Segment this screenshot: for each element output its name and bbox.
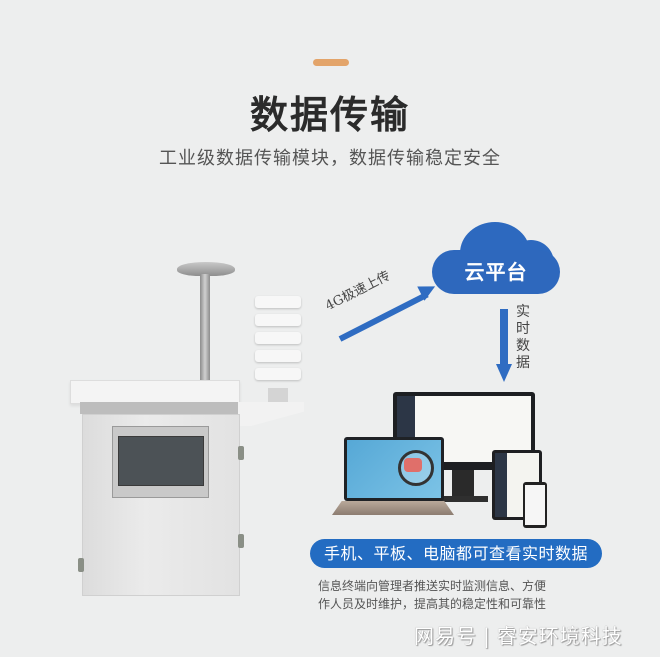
hinge	[238, 534, 244, 548]
watermark: 网易号|睿安环境科技	[414, 620, 623, 649]
devices-banner: 手机、平板、电脑都可查看实时数据	[310, 539, 602, 568]
phone-screen	[525, 485, 545, 525]
description-line-1: 信息终端向管理者推送实时监测信息、方便	[318, 579, 547, 593]
upload-arrow-label: 4G极速上传	[323, 268, 393, 314]
cabinet-body	[82, 414, 240, 596]
tablet-sidebar	[495, 453, 507, 517]
download-arrow	[500, 309, 508, 365]
hinge	[78, 558, 84, 572]
description: 信息终端向管理者推送实时监测信息、方便 作人员及时维护，提高其的稳定性和可靠性	[318, 577, 618, 613]
download-arrow-head	[496, 364, 512, 382]
page-title: 数据传输	[249, 93, 410, 137]
accent-bar	[313, 59, 349, 66]
watermark-separator: |	[483, 624, 491, 648]
description-line-2: 作人员及时维护，提高其的稳定性和可靠性	[318, 597, 547, 611]
hinge	[238, 446, 244, 460]
monitor-base	[440, 496, 488, 502]
laptop-keyboard	[332, 501, 454, 515]
lid-band	[80, 402, 238, 414]
magnifier-icon	[398, 450, 434, 486]
cabinet-lid	[70, 380, 240, 404]
watermark-author: 睿安环境科技	[496, 624, 623, 648]
touch-screen	[118, 436, 204, 486]
cloud-platform-icon: 云平台	[432, 222, 560, 294]
watermark-platform: 网易号	[414, 624, 477, 648]
sensor-arm	[238, 402, 304, 426]
shield-stem	[268, 388, 288, 404]
page-subtitle: 工业级数据传输模块，数据传输稳定安全	[159, 148, 501, 169]
antenna-cap	[177, 262, 235, 276]
download-arrow-label: 实时数据	[516, 304, 530, 371]
weather-shield	[255, 296, 301, 396]
antenna-mast	[200, 274, 210, 384]
monitor-stand	[452, 470, 474, 496]
monitoring-station-image	[60, 250, 310, 610]
cloud-label: 云平台	[464, 260, 528, 284]
